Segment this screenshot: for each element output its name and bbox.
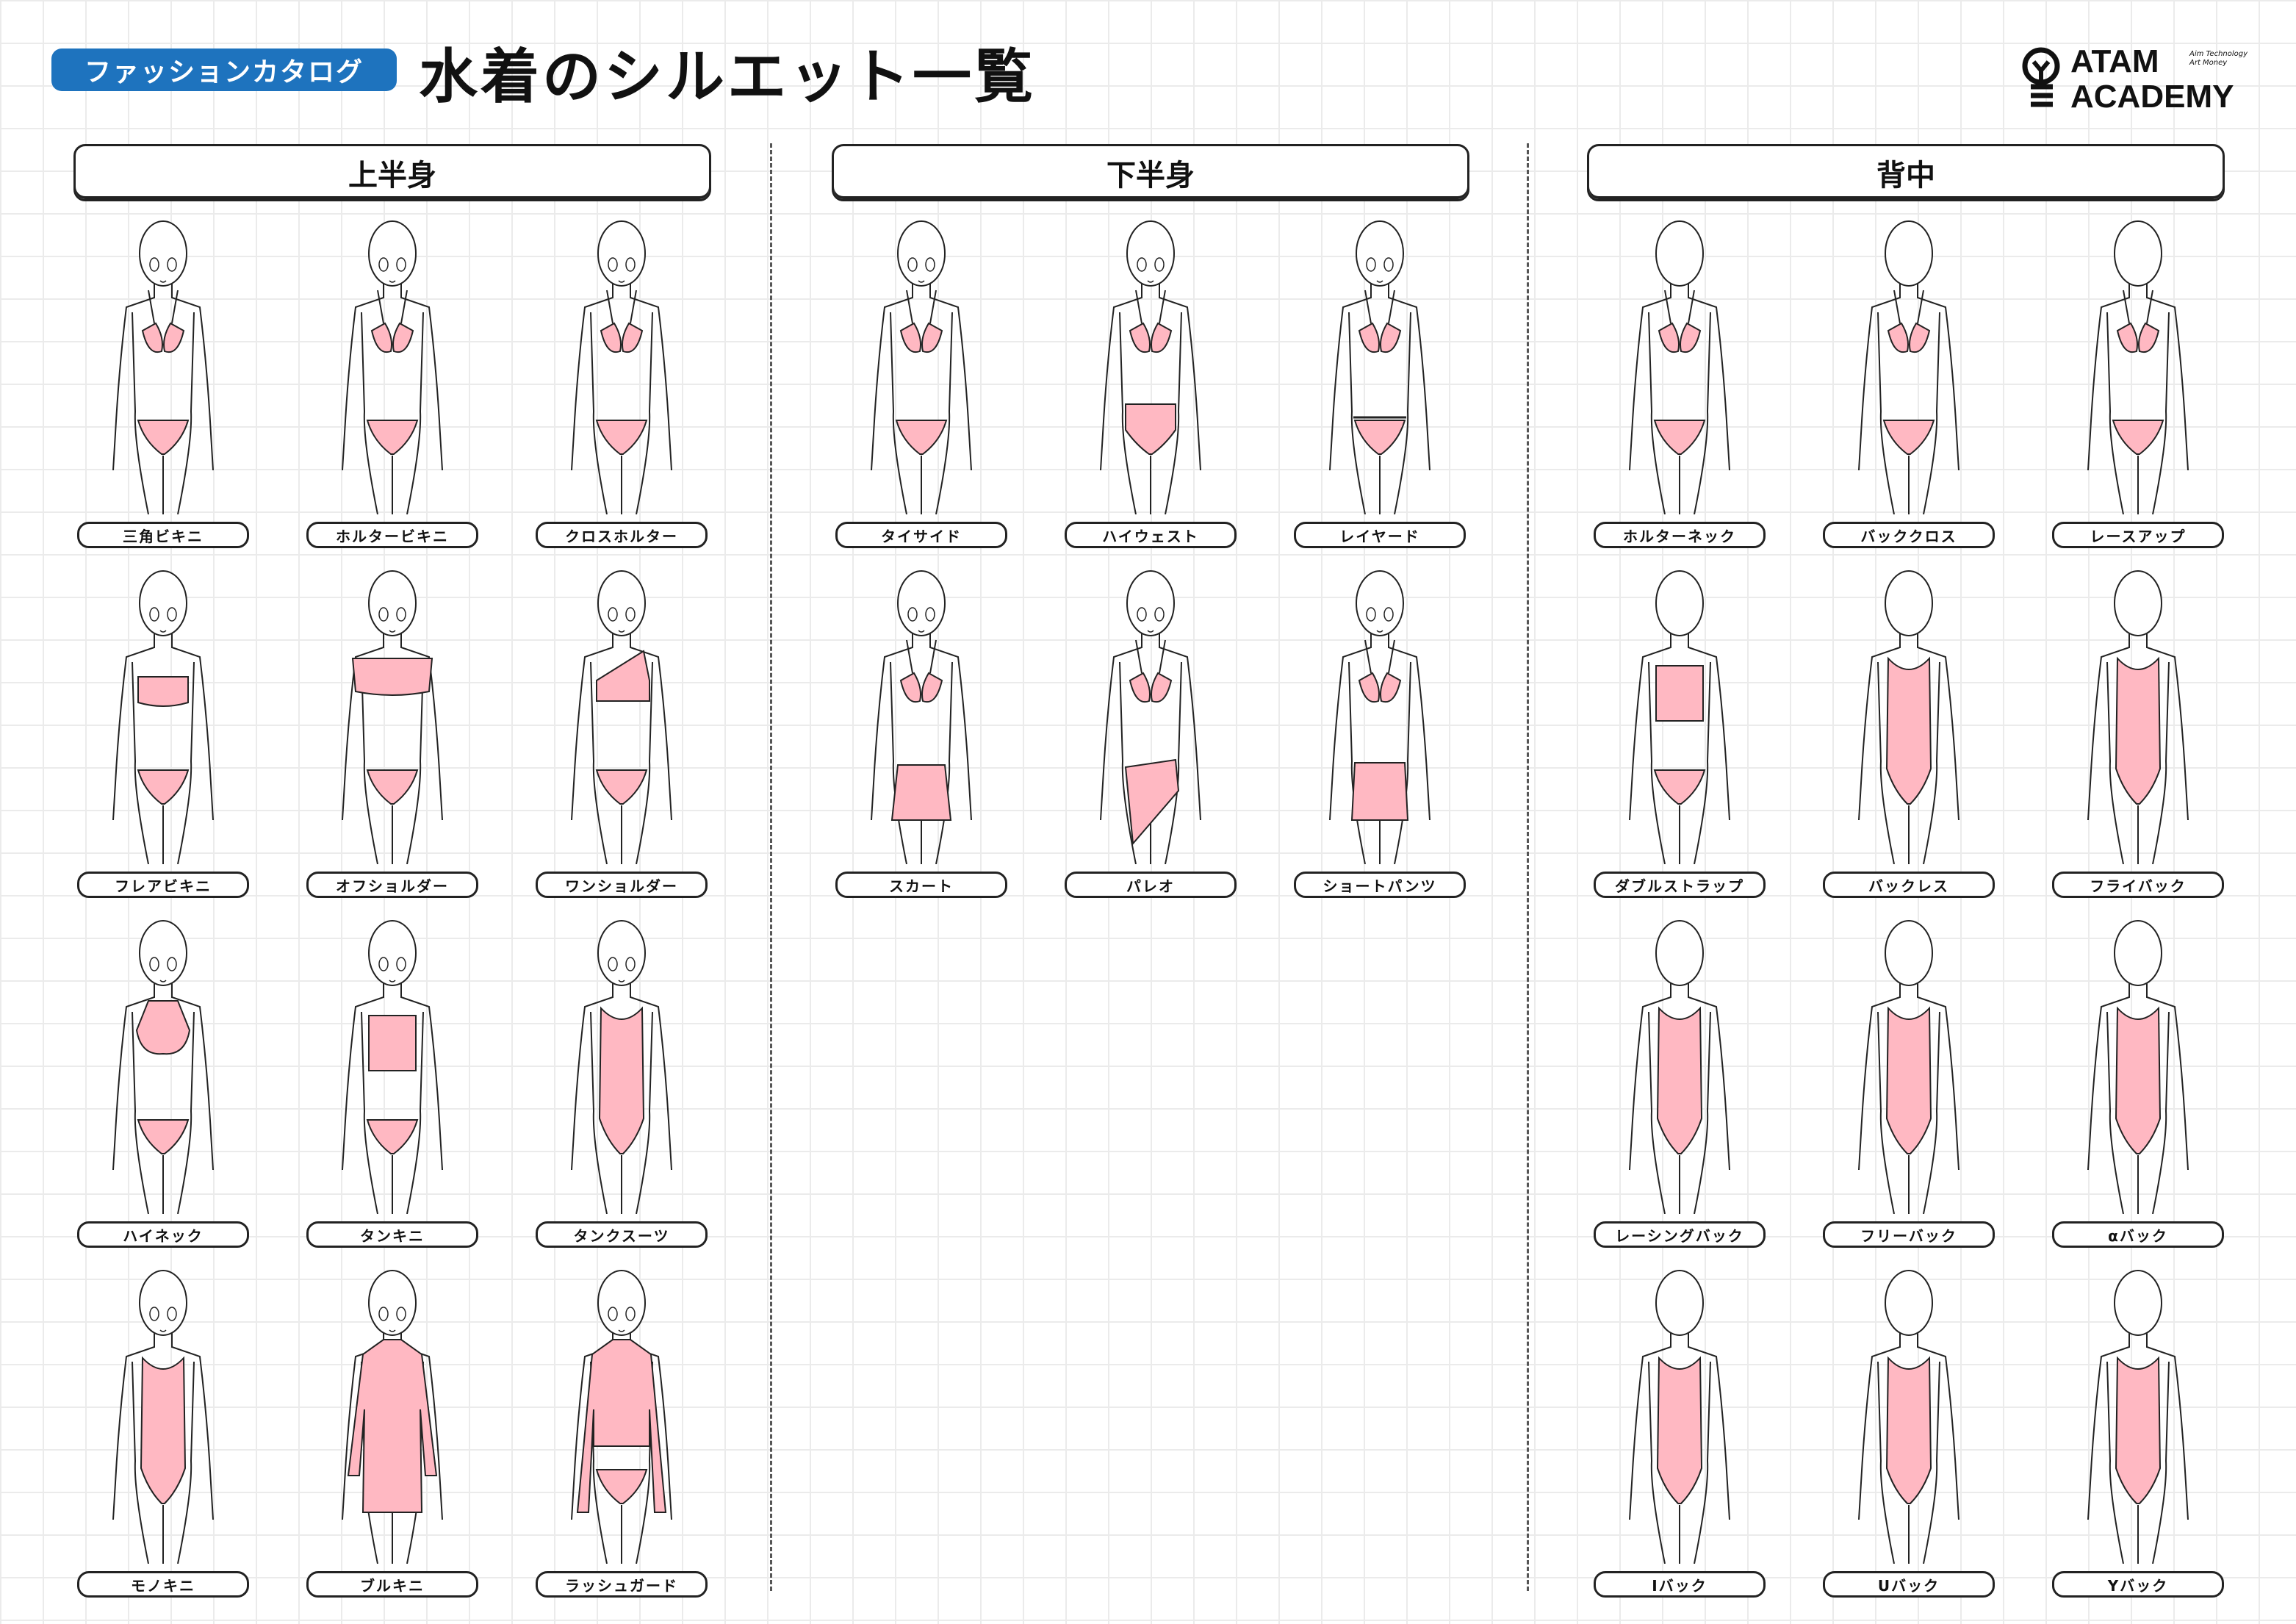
page-title: 水着のシルエット一覧 [419, 43, 1036, 111]
logo-tag2: Art Money [2189, 59, 2228, 67]
swimsuit-label: フリーバック [1823, 1221, 1995, 1248]
swimsuit-figure [1292, 570, 1468, 865]
swimsuit-label: モノキニ [77, 1571, 249, 1598]
swimsuit-figure [2050, 570, 2226, 865]
swimsuit-figure [2050, 920, 2226, 1215]
swimsuit-figure [533, 1270, 710, 1564]
swimsuit-label: Yバック [2052, 1571, 2224, 1598]
swimsuit-label: Uバック [1823, 1571, 1995, 1598]
swimsuit-label: フレアビキニ [77, 872, 249, 898]
swimsuit-label: レーシングバック [1594, 1221, 1766, 1248]
swimsuit-label: タンクスーツ [536, 1221, 708, 1248]
swimsuit-figure [304, 1270, 481, 1564]
swimsuit-label: フライバック [2052, 872, 2224, 898]
swimsuit-figure [75, 920, 251, 1215]
swimsuit-figure [75, 1270, 251, 1564]
swimsuit-figure [1821, 220, 1997, 515]
swimsuit-figure [533, 220, 710, 515]
swimsuit-figure [1292, 220, 1468, 515]
swimsuit-figure [75, 220, 251, 515]
swimsuit-figure [304, 570, 481, 865]
swimsuit-label: ショートパンツ [1294, 872, 1466, 898]
swimsuit-figure [1591, 920, 1768, 1215]
swimsuit-label: クロスホルター [536, 522, 708, 548]
logo-tag1: Aim Technology [2189, 50, 2248, 58]
section-upper-body: 上半身 [73, 144, 711, 201]
section-title: 上半身 [348, 159, 436, 193]
swimsuit-figure [1591, 1270, 1768, 1564]
swimsuit-label: タンキニ [306, 1221, 478, 1248]
swimsuit-figure [1821, 570, 1997, 865]
swimsuit-label: ブルキニ [306, 1571, 478, 1598]
logo-icon [2022, 47, 2060, 107]
swimsuit-figure [833, 220, 1010, 515]
logo-line1: ATAM [2070, 43, 2159, 79]
swimsuit-label: ダブルストラップ [1594, 872, 1766, 898]
section-lower-body: 下半身 [832, 144, 1469, 201]
swimsuit-figure [2050, 1270, 2226, 1564]
swimsuit-label: αバック [2052, 1221, 2224, 1248]
swimsuit-label: スカート [835, 872, 1007, 898]
swimsuit-label: 三角ビキニ [77, 522, 249, 548]
divider [770, 143, 772, 1591]
swimsuit-label: タイサイド [835, 522, 1007, 548]
swimsuit-label: Iバック [1594, 1571, 1766, 1598]
swimsuit-figure [1821, 920, 1997, 1215]
swimsuit-figure [533, 570, 710, 865]
section-title: 下半身 [1106, 159, 1195, 193]
swimsuit-label: バックレス [1823, 872, 1995, 898]
swimsuit-label: ホルタービキニ [306, 522, 478, 548]
swimsuit-label: ハイウェスト [1065, 522, 1237, 548]
swimsuit-figure [2050, 220, 2226, 515]
section-title: 背中 [1876, 159, 1935, 193]
swimsuit-label: レイヤード [1294, 522, 1466, 548]
swimsuit-figure [1591, 570, 1768, 865]
swimsuit-label: ハイネック [77, 1221, 249, 1248]
swimsuit-figure [1591, 220, 1768, 515]
divider [1527, 143, 1529, 1591]
swimsuit-figure [1821, 1270, 1997, 1564]
category-badge: ファッションカタログ [51, 48, 397, 91]
swimsuit-figure [533, 920, 710, 1215]
swimsuit-figure [75, 570, 251, 865]
swimsuit-label: パレオ [1065, 872, 1237, 898]
swimsuit-label: ワンショルダー [536, 872, 708, 898]
swimsuit-label: オフショルダー [306, 872, 478, 898]
swimsuit-label: バッククロス [1823, 522, 1995, 548]
swimsuit-figure [304, 920, 481, 1215]
swimsuit-figure [833, 570, 1010, 865]
swimsuit-figure [1062, 570, 1239, 865]
swimsuit-figure [304, 220, 481, 515]
swimsuit-label: ラッシュガード [536, 1571, 708, 1598]
section-back: 背中 [1587, 144, 2225, 201]
swimsuit-label: ホルターネック [1594, 522, 1766, 548]
swimsuit-label: レースアップ [2052, 522, 2224, 548]
logo-line2: ACADEMY [2070, 79, 2234, 115]
swimsuit-figure [1062, 220, 1239, 515]
